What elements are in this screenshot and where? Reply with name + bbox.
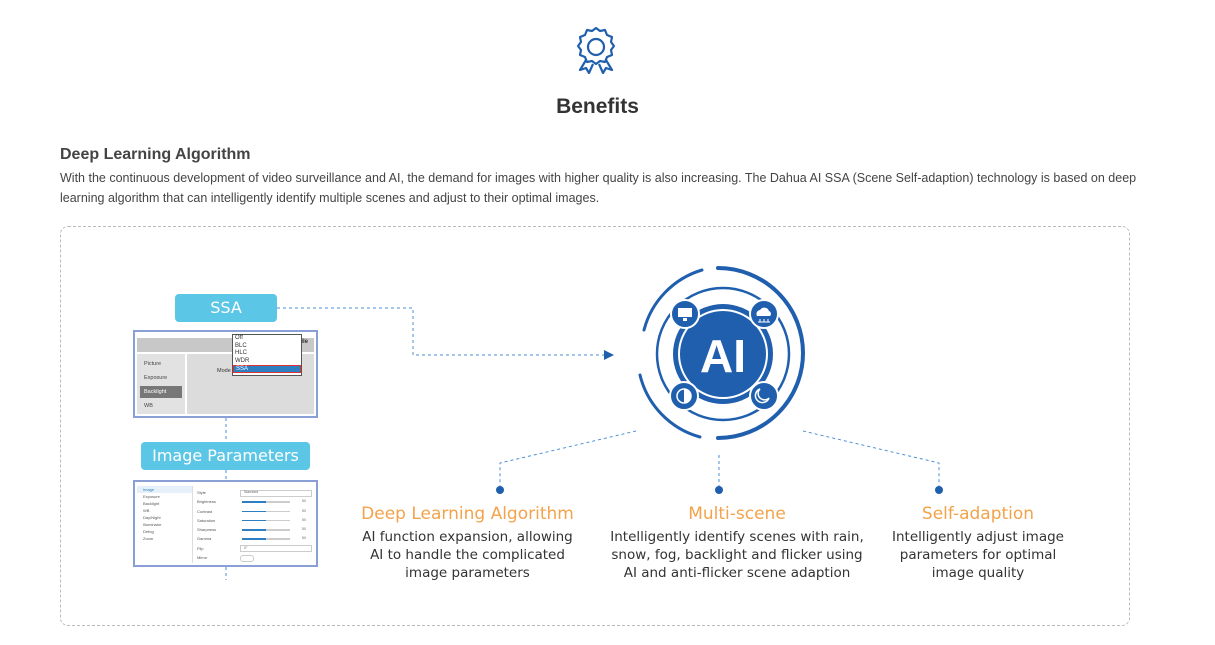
mode-option-off[interactable]: Off <box>235 335 243 341</box>
image-sidebar-item[interactable]: Image <box>137 486 192 493</box>
image-sidebar-item[interactable]: Backlight <box>143 501 160 506</box>
flip-select[interactable] <box>240 545 312 553</box>
feature-multi-scene: Multi-scene Intelligently identify scene… <box>603 504 871 582</box>
sidebar-item-exposure[interactable]: Exposure <box>144 375 168 381</box>
param-label: Sharpness <box>197 527 217 533</box>
ssa-sidebar: Picture Exposure Backlight WB <box>137 354 185 414</box>
page-title: Benefits <box>556 95 639 118</box>
image-sidebar-item[interactable]: Exposure <box>143 494 160 499</box>
param-label: Contrast <box>197 508 213 514</box>
param-label: Gamma <box>197 536 212 542</box>
image-sidebar-item[interactable]: Defog <box>143 529 154 534</box>
image-parameters-pill: Image Parameters <box>141 442 310 470</box>
section-description: With the continuous development of video… <box>60 171 1137 205</box>
feature-title: Self-adaption <box>921 504 1035 524</box>
feature-description: Intelligently identify scenes with rain,… <box>610 529 864 581</box>
image-sidebar-item[interactable]: WB <box>143 508 150 513</box>
image-sidebar-item[interactable]: Illuminator <box>143 522 162 527</box>
contrast-slider[interactable] <box>242 510 290 513</box>
param-row-flip: Flip 0° <box>197 544 312 553</box>
sidebar-item-wb[interactable]: WB <box>144 403 153 409</box>
mode-option-wdr[interactable]: WDR <box>235 357 250 364</box>
param-value: 50 <box>302 527 306 532</box>
param-row-brightness: Brightness 50 <box>197 497 312 506</box>
saturation-slider[interactable] <box>242 519 290 522</box>
param-row-mirror: Mirror <box>197 553 312 562</box>
param-label: Style <box>197 490 206 495</box>
sidebar-item-picture[interactable]: Picture <box>144 361 162 367</box>
diagram-frame <box>60 226 1130 626</box>
image-sidebar: Image Exposure Backlight WB Day/Night Il… <box>137 486 193 563</box>
feature-self-adaption: Self-adaption Intelligently adjust image… <box>880 504 1076 582</box>
param-row-saturation: Saturation 50 <box>197 516 312 525</box>
param-row-sharpness: Sharpness 50 <box>197 525 312 534</box>
param-row-gamma: Gamma 50 <box>197 534 312 543</box>
sidebar-item-backlight[interactable]: Backlight <box>140 386 182 398</box>
param-label: Brightness <box>197 499 216 505</box>
param-value: 50 <box>302 499 306 504</box>
brightness-slider[interactable] <box>242 501 290 503</box>
image-sidebar-item[interactable]: Day/Night <box>143 515 161 520</box>
mode-option-blc[interactable]: BLC <box>235 342 247 349</box>
section-title: Deep Learning Algorithm <box>60 146 251 163</box>
feature-title: Multi-scene <box>688 504 786 524</box>
image-parameters-panel: Image Exposure Backlight WB Day/Night Il… <box>133 480 318 567</box>
param-value: Standard <box>244 490 259 494</box>
ssa-pill: SSA <box>175 294 277 322</box>
ssa-settings-panel: Profile Picture Exposure Backlight WB Mo… <box>133 330 318 418</box>
image-sidebar-item[interactable]: Zoom <box>143 536 154 541</box>
param-value: 0° <box>244 545 248 550</box>
mode-option-ssa[interactable]: SSA <box>233 365 301 373</box>
feature-title: Deep Learning Algorithm <box>361 504 574 524</box>
mode-option-hlc[interactable]: HLC <box>235 350 248 356</box>
param-value: 50 <box>302 536 306 541</box>
feature-deep-learning: Deep Learning Algorithm AI function expa… <box>355 504 580 582</box>
param-label: Flip <box>197 545 204 551</box>
mode-label: Mode <box>217 368 231 374</box>
param-label: Mirror <box>197 555 208 561</box>
param-row-contrast: Contrast 50 <box>197 507 312 516</box>
mode-dropdown[interactable]: Off BLC HLC WDR SSA <box>232 334 302 376</box>
award-badge-icon <box>576 26 616 74</box>
image-parameter-rows: Style Standard Brightness 50 Contrast 50… <box>197 488 312 562</box>
param-row-style: Style Standard <box>197 488 312 497</box>
style-select[interactable] <box>240 489 312 497</box>
param-value: 50 <box>302 508 306 513</box>
param-label: Saturation <box>197 517 216 523</box>
gamma-slider[interactable] <box>242 538 290 540</box>
param-value: 50 <box>302 517 306 522</box>
sharpness-slider[interactable] <box>242 529 290 531</box>
mirror-toggle[interactable] <box>240 554 254 562</box>
